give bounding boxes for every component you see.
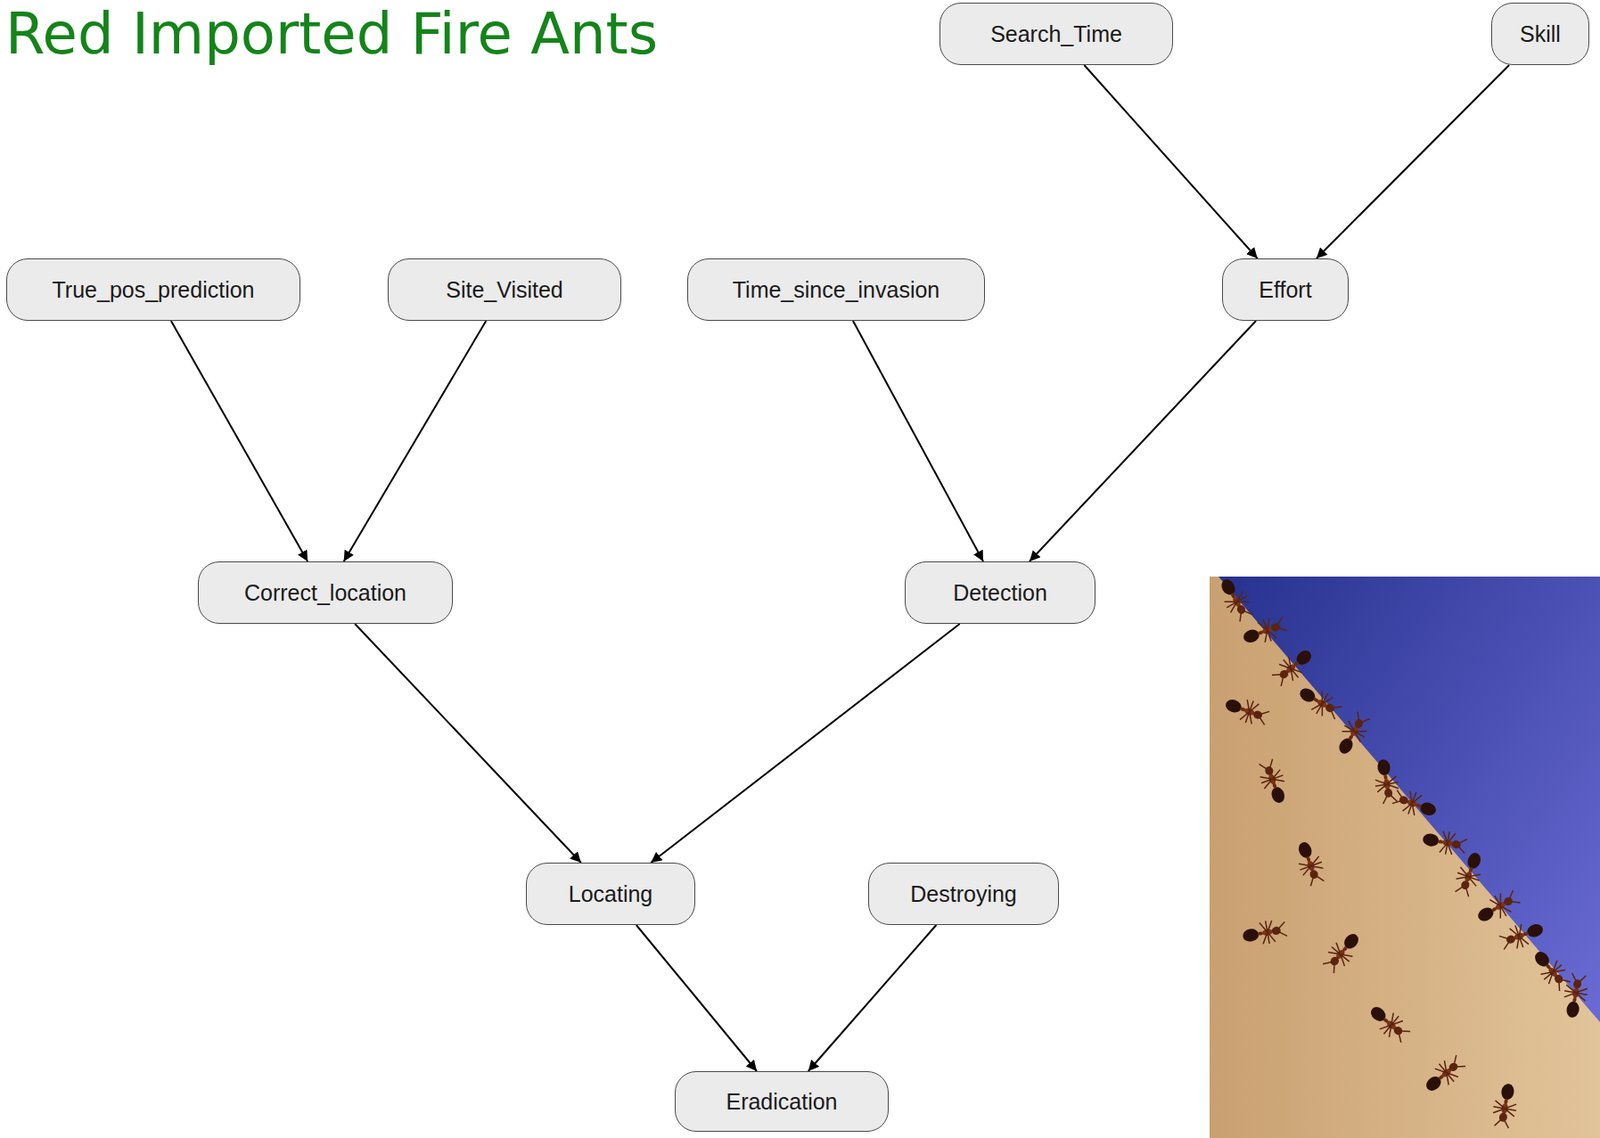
process-box: Destroying (868, 862, 1059, 926)
node-label: Effort (1258, 276, 1312, 304)
arrow-connector (344, 320, 487, 562)
process-box: Locating (525, 862, 696, 926)
process-box: Site_Visited (387, 258, 622, 321)
node-label: Time_since_invasion (732, 276, 941, 304)
arrow-connector (636, 925, 757, 1072)
arrow-connector (853, 320, 984, 562)
process-box: True_pos_prediction (6, 258, 301, 321)
process-box: Eradication (674, 1071, 889, 1133)
process-box: Correct_location (197, 561, 453, 624)
process-box: Detection (904, 561, 1096, 624)
arrow-connector (1316, 65, 1510, 259)
fire-ant-photo (1209, 576, 1600, 1138)
arrow-connector (354, 623, 582, 863)
node-label: Search_Time (990, 20, 1123, 48)
process-box: Time_since_invasion (687, 258, 985, 321)
arrow-connector (650, 623, 960, 863)
diagram-title: Red Imported Fire Ants (5, 0, 658, 68)
node-label: Site_Visited (445, 276, 564, 304)
node-label: Destroying (910, 880, 1018, 908)
node-label: Locating (568, 880, 654, 908)
node-label: Skill (1519, 20, 1561, 48)
process-box: Search_Time (939, 2, 1174, 66)
arrow-connector (808, 925, 937, 1072)
arrow-connector (1029, 320, 1256, 562)
node-label: Correct_location (244, 579, 407, 607)
node-label: Detection (952, 579, 1048, 607)
process-box: Effort (1222, 258, 1349, 321)
arrow-connector (171, 320, 308, 562)
arrow-connector (1083, 65, 1257, 259)
node-label: Eradication (725, 1088, 837, 1116)
process-box: Skill (1491, 2, 1590, 66)
node-label: True_pos_prediction (52, 276, 255, 304)
